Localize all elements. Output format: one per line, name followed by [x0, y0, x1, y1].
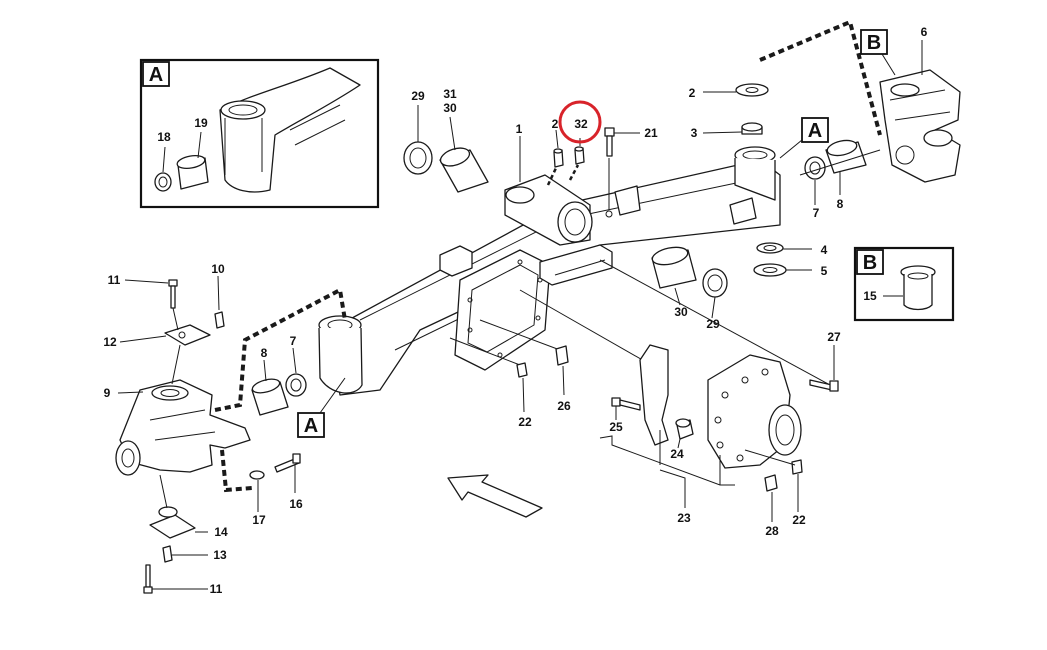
callout-31: 31	[443, 87, 457, 101]
callout-29-top: 29	[411, 89, 425, 103]
callout-29-bottom: 29	[706, 317, 720, 331]
callout-5: 5	[821, 264, 828, 278]
pivot-bushings	[403, 105, 728, 319]
left-steering-knuckle	[115, 275, 347, 594]
callout-2-top: 2	[552, 117, 559, 131]
callout-19: 19	[194, 116, 208, 130]
detail-label-a-bottom: A	[304, 415, 318, 437]
callout-18: 18	[157, 130, 171, 144]
callout-7-right: 7	[813, 206, 820, 220]
detail-label-a-right: A	[808, 120, 822, 142]
callout-10: 10	[211, 262, 225, 276]
callout-12: 12	[103, 335, 117, 349]
detail-inset-a: A	[139, 58, 380, 209]
callout-9: 9	[104, 386, 111, 400]
callout-3: 3	[691, 126, 698, 140]
callout-17: 17	[252, 513, 266, 527]
callout-27: 27	[827, 330, 841, 344]
detail-label-b-top: B	[867, 32, 881, 54]
callout-14: 14	[214, 525, 228, 539]
callout-13: 13	[213, 548, 227, 562]
grease-fittings	[546, 127, 640, 218]
highlight-circle-32	[558, 100, 602, 144]
callout-30-bottom: 30	[674, 305, 688, 319]
callout-8-right: 8	[837, 197, 844, 211]
axle-mount-bracket	[599, 344, 839, 522]
callout-28: 28	[765, 524, 779, 538]
center-fasteners	[449, 259, 831, 413]
callout-22-left: 22	[518, 415, 532, 429]
axle-housing	[318, 146, 781, 396]
callout-8-left: 8	[261, 346, 268, 360]
svg-text:B: B	[863, 252, 877, 274]
callout-30-top: 30	[443, 101, 457, 115]
right-steering-knuckle	[759, 19, 961, 205]
callout-16: 16	[289, 497, 303, 511]
callout-1: 1	[516, 122, 523, 136]
callout-11-bottom: 11	[210, 582, 223, 596]
callout-6: 6	[921, 25, 928, 39]
callout-22-right: 22	[792, 513, 806, 527]
callout-21: 21	[644, 126, 658, 140]
callout-32: 32	[574, 117, 588, 131]
callout-24: 24	[670, 447, 684, 461]
callout-7-left: 7	[290, 334, 297, 348]
callout-11-top: 11	[108, 273, 121, 287]
callout-15: 15	[863, 289, 877, 303]
callout-4: 4	[821, 243, 828, 257]
callout-26: 26	[557, 399, 571, 413]
callout-25: 25	[609, 420, 623, 434]
direction-arrow-icon	[447, 474, 543, 518]
svg-text:A: A	[149, 64, 163, 86]
detail-inset-b: B	[853, 246, 955, 322]
callout-2-right: 2	[689, 86, 696, 100]
callout-23: 23	[677, 511, 691, 525]
right-shims	[702, 83, 812, 277]
